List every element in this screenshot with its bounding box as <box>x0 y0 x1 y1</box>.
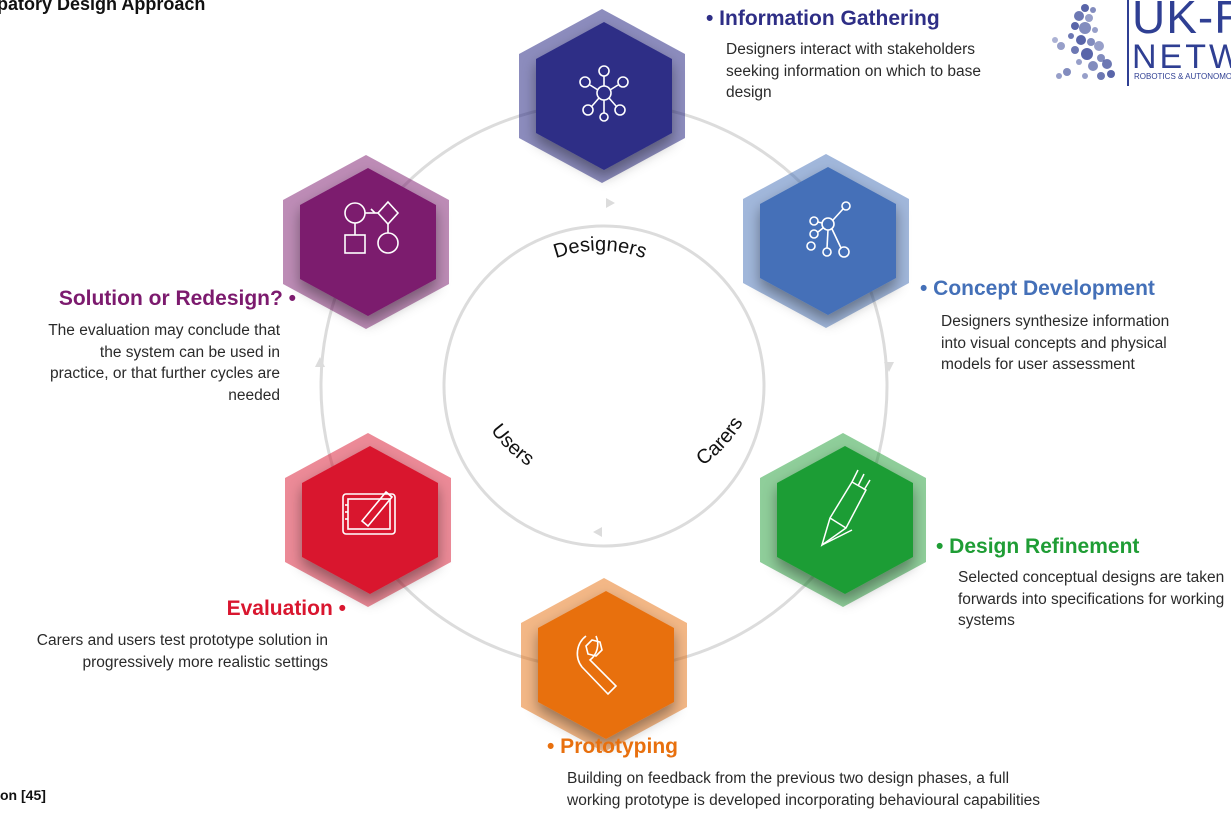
tablet-pen-icon <box>342 490 396 535</box>
network-icon <box>579 65 629 122</box>
arrow-left-bottom <box>593 527 602 537</box>
logo-divider <box>1127 0 1129 86</box>
page-title: Participatory Design Approach <box>0 0 206 14</box>
hexagon-solution-or-redesign <box>283 155 449 329</box>
hexagon-design-refinement <box>760 433 926 607</box>
inner-label-users: Users <box>487 420 538 471</box>
description-design-refinement: Selected conceptual designs are taken fo… <box>958 569 1225 629</box>
heading-prototyping: • Prototyping <box>547 735 679 758</box>
description-solution-or-redesign: The evaluation may conclude that the sys… <box>48 322 280 404</box>
heading-design-refinement: • Design Refinement <box>936 535 1140 558</box>
heading-information-gathering: • Information Gathering <box>706 7 940 30</box>
heading-evaluation: Evaluation • <box>226 597 346 620</box>
arrow-down-right <box>884 362 894 372</box>
logo-line2: NETWORK <box>1132 38 1231 76</box>
hexagon-information-gathering <box>519 9 685 183</box>
hexagon-evaluation <box>285 433 451 607</box>
inner-label-designers: Designers <box>551 234 650 263</box>
uk-ras-network-logo: UK-RAS NETWORK ROBOTICS & AUTONOMOUS SYS… <box>1045 0 1231 86</box>
inner-cycle-ring <box>442 224 766 548</box>
hexagon-prototyping <box>521 578 687 752</box>
britain-dots-icon <box>1052 4 1115 80</box>
heading-concept-development: • Concept Development <box>920 277 1155 300</box>
description-prototyping: Building on feedback from the previous t… <box>567 770 1041 809</box>
source-reference: on [45] <box>0 787 46 803</box>
logo-line1: UK-RAS <box>1132 0 1231 43</box>
nodes-icon <box>806 201 851 258</box>
arrow-up-left <box>315 357 325 367</box>
description-information-gathering: Designers interact with stakeholders see… <box>726 41 982 101</box>
wrench-icon <box>576 635 618 696</box>
pencil-icon <box>820 469 871 547</box>
description-concept-development: Designers synthesize information into vi… <box>941 313 1170 373</box>
hexagon-concept-development <box>743 154 909 328</box>
logo-line3: ROBOTICS & AUTONOMOUS SYSTEMS <box>1134 72 1231 81</box>
inner-label-carers: Carers <box>692 413 747 470</box>
heading-solution-or-redesign: Solution or Redesign? • <box>58 287 296 310</box>
arrow-right-top <box>606 198 615 208</box>
description-evaluation: Carers and users test prototype solution… <box>36 632 328 671</box>
flowchart-icon <box>344 200 400 254</box>
